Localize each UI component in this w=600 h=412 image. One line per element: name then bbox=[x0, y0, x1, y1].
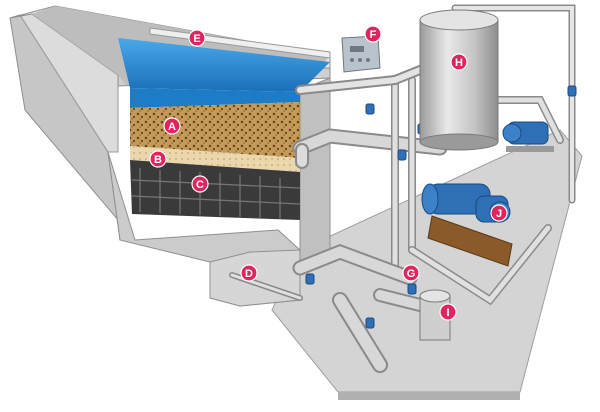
underdrain-blocks bbox=[130, 160, 300, 220]
label-a-text: A bbox=[168, 121, 176, 133]
backwash-pump bbox=[502, 121, 554, 152]
label-f-badge: F bbox=[364, 25, 382, 43]
label-b-badge: B bbox=[149, 150, 167, 168]
sand-layer bbox=[130, 102, 300, 158]
label-j-badge: J bbox=[490, 204, 508, 222]
label-c-badge: C bbox=[191, 175, 209, 193]
label-g-text: G bbox=[407, 268, 416, 280]
label-f-text: F bbox=[370, 29, 377, 41]
label-i-badge: I bbox=[439, 303, 457, 321]
label-h-text: H bbox=[455, 57, 463, 69]
label-a-badge: A bbox=[163, 117, 181, 135]
label-d-text: D bbox=[245, 268, 253, 280]
water-surface bbox=[118, 38, 330, 92]
label-b-text: B bbox=[154, 154, 162, 166]
label-e-text: E bbox=[193, 33, 200, 45]
label-j-text: J bbox=[496, 208, 502, 220]
label-h-badge: H bbox=[450, 53, 468, 71]
label-i-text: I bbox=[446, 307, 449, 319]
water-column bbox=[130, 88, 300, 108]
label-g-badge: G bbox=[402, 264, 420, 282]
filter-media bbox=[118, 27, 331, 220]
pressure-tank bbox=[419, 9, 499, 151]
label-d-badge: D bbox=[240, 264, 258, 282]
label-e-badge: E bbox=[188, 29, 206, 47]
gravel-layer bbox=[130, 146, 300, 172]
label-c-text: C bbox=[196, 179, 204, 191]
